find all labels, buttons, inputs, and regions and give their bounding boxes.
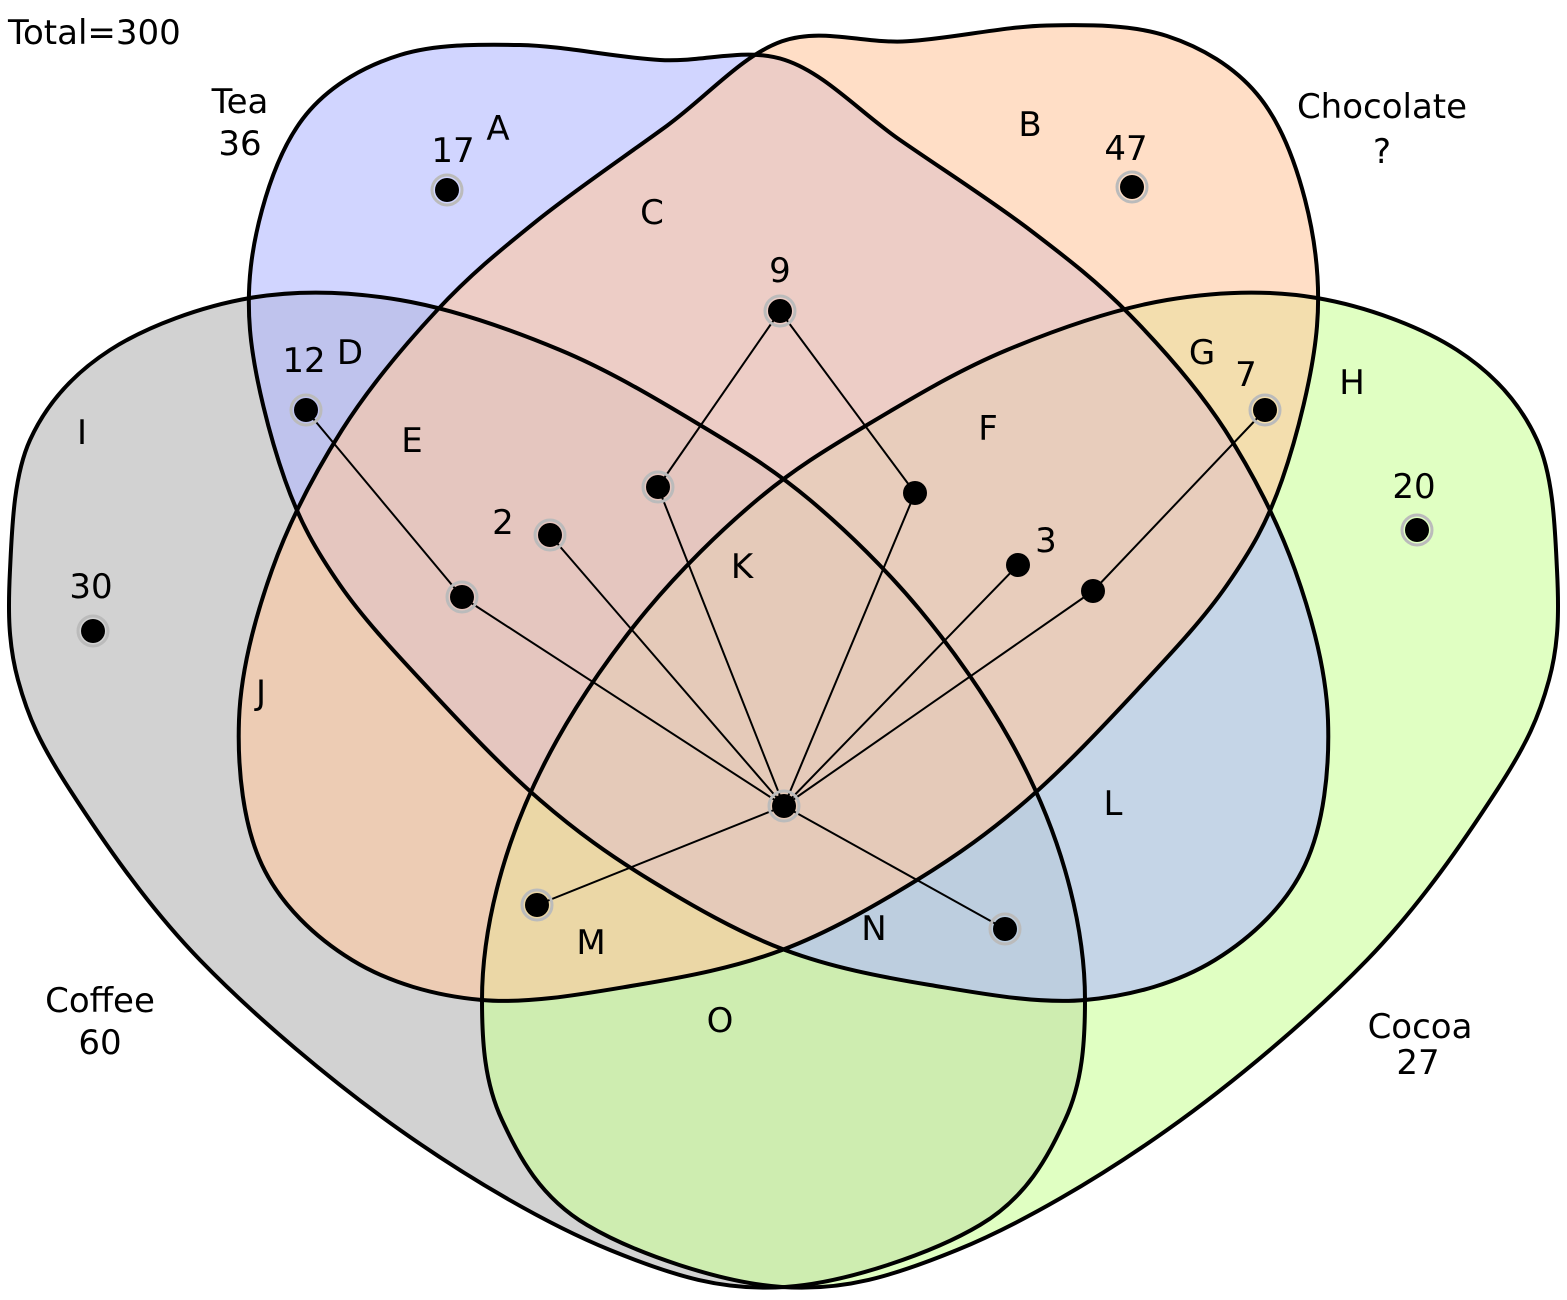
connector-line — [783, 564, 1019, 807]
dot-m-ring — [520, 888, 554, 922]
dot-n-ring — [988, 912, 1022, 946]
dot-de — [450, 585, 474, 609]
connector-line — [461, 596, 785, 807]
region-label-n: N — [861, 909, 886, 949]
count-h: 20 — [1392, 467, 1435, 507]
set-outline-cocoa — [479, 290, 1561, 1290]
region-label-i: I — [77, 413, 87, 453]
count-i: 30 — [69, 567, 112, 607]
dot-c — [768, 299, 792, 323]
count-b: 47 — [1104, 129, 1147, 169]
region-label-o: O — [707, 1001, 734, 1041]
dot-m — [525, 893, 549, 917]
dot-ce-ring — [641, 470, 675, 504]
region-label-l: L — [1104, 784, 1123, 824]
dot-de-ring — [445, 580, 479, 614]
region-label-g: G — [1189, 333, 1215, 373]
dot-b-ring — [1115, 170, 1149, 204]
dot-f — [1006, 553, 1030, 577]
count-f: 3 — [1035, 521, 1057, 561]
set-label-coffee: Coffee — [45, 981, 155, 1021]
connector-line — [1092, 409, 1266, 592]
dot-n — [993, 917, 1017, 941]
dot-h — [1405, 518, 1429, 542]
count-a: 17 — [431, 131, 474, 171]
connector-line — [783, 492, 916, 807]
connector-line — [657, 486, 785, 807]
region-label-a: A — [486, 109, 509, 149]
region-label-c: C — [640, 193, 664, 233]
region-label-j: J — [254, 673, 266, 713]
set-outline-coffee — [6, 290, 1088, 1290]
connector-line — [549, 534, 785, 807]
count-g: 7 — [1235, 355, 1257, 395]
dot-a-ring — [430, 173, 464, 207]
region-label-h: H — [1339, 363, 1365, 403]
connector-line — [783, 590, 1094, 807]
dot-cf — [903, 481, 927, 505]
dot-gf — [1081, 579, 1105, 603]
dot-hub-ring — [767, 789, 801, 823]
region-label-k: K — [731, 547, 755, 587]
set-total-coffee: 60 — [78, 1023, 121, 1063]
count-d: 12 — [282, 341, 325, 381]
region-label-e: E — [401, 421, 422, 461]
connector-line — [779, 310, 916, 494]
dot-ce — [646, 475, 670, 499]
set-outline-tea — [246, 42, 1331, 1003]
connector-line — [305, 409, 463, 598]
connector-line — [657, 310, 781, 488]
dot-h-ring — [1400, 513, 1434, 547]
dot-d-ring — [289, 393, 323, 427]
set-outline-chocolate — [236, 23, 1321, 1003]
dot-g-ring — [1248, 393, 1282, 427]
set-label-chocolate: Chocolate — [1297, 87, 1467, 127]
dot-i — [81, 619, 105, 643]
dot-a — [435, 178, 459, 202]
dot-d — [294, 398, 318, 422]
set-total-tea: 36 — [218, 124, 261, 164]
dot-e — [538, 523, 562, 547]
count-e: 2 — [492, 503, 514, 543]
dot-c-ring — [763, 294, 797, 328]
set-total-chocolate: ? — [1373, 132, 1391, 172]
dot-e-ring — [533, 518, 567, 552]
region-label-d: D — [337, 333, 363, 373]
set-label-tea: Tea — [211, 82, 269, 122]
set-label-cocoa: Cocoa — [1368, 1007, 1473, 1047]
dot-i-ring — [76, 614, 110, 648]
total-label: Total=300 — [7, 13, 181, 53]
set-region-chocolate — [238, 25, 1319, 1001]
dot-b — [1120, 175, 1144, 199]
connector-line — [783, 805, 1006, 930]
connector-line — [536, 805, 785, 906]
dot-hub — [772, 794, 796, 818]
region-label-f: F — [978, 409, 998, 449]
set-total-cocoa: 27 — [1396, 1043, 1439, 1083]
region-label-m: M — [576, 923, 605, 963]
region-label-b: B — [1018, 105, 1041, 145]
count-c: 9 — [769, 251, 791, 291]
dot-g — [1253, 398, 1277, 422]
